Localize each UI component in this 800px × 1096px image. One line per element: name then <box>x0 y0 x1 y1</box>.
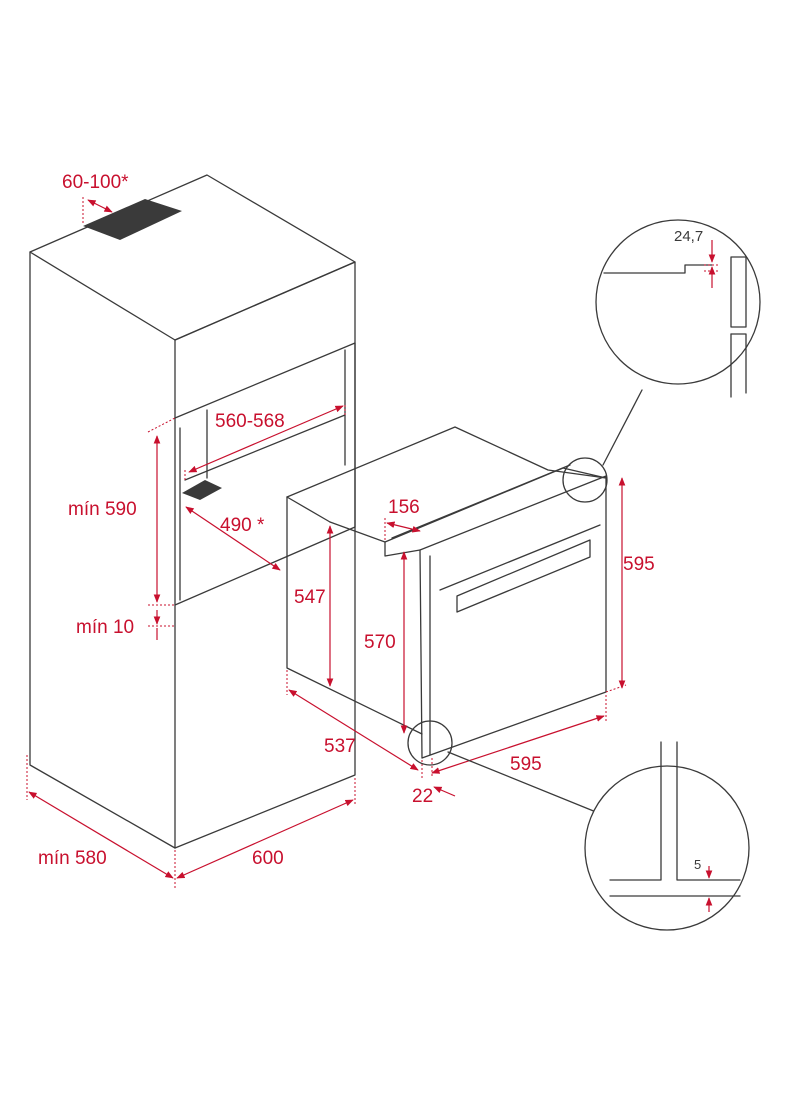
label-detail-bottom-gap: 5 <box>694 857 701 872</box>
cabinet <box>29 174 356 849</box>
oven <box>286 426 607 759</box>
label-cabinet-width: 600 <box>252 848 284 869</box>
label-oven-body-height: 547 <box>294 587 326 608</box>
label-vent-gap: 60-100* <box>62 172 129 193</box>
label-niche-min-floor: mín 10 <box>76 617 134 638</box>
detail-bottom-gap <box>407 720 750 931</box>
label-oven-total-height: 595 <box>623 554 655 575</box>
top-vent-slot <box>83 199 182 240</box>
label-cabinet-min-depth: mín 580 <box>38 848 107 869</box>
label-oven-body-depth: 537 <box>324 736 356 757</box>
label-oven-front-height: 570 <box>364 632 396 653</box>
label-oven-step-depth: 156 <box>388 497 420 518</box>
label-oven-width: 595 <box>510 754 542 775</box>
detail-top-gap <box>562 219 761 503</box>
label-niche-width: 560-568 <box>215 411 285 432</box>
label-oven-front-depth: 22 <box>412 786 433 807</box>
label-detail-top-gap: 24,7 <box>674 228 703 245</box>
label-niche-min-height: mín 590 <box>68 499 137 520</box>
niche-vent-slot <box>182 480 222 500</box>
label-niche-depth: 490 * <box>220 515 265 536</box>
